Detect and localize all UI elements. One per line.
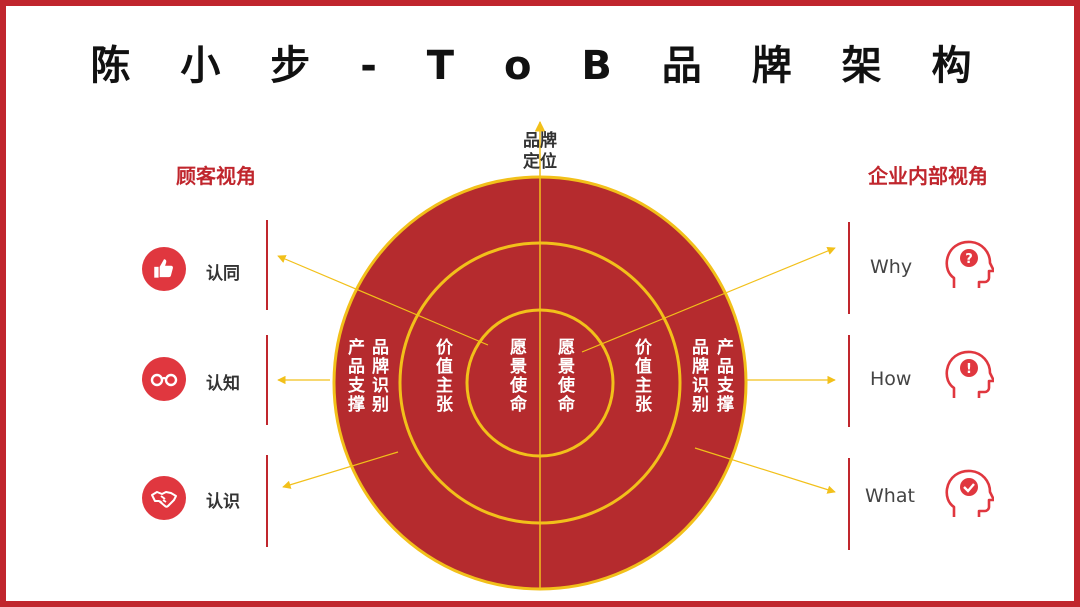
left-row-label-1: 认同	[206, 264, 240, 284]
right-row-label-3: What	[865, 485, 915, 507]
arrow-to-what	[694, 447, 836, 494]
head-exclamation-icon: !	[944, 348, 996, 402]
arrow-to-rentong	[277, 255, 489, 346]
left-divider-1	[266, 220, 268, 310]
arrow-to-renshi	[282, 451, 399, 489]
right-outer-col-2: 产品支撑	[713, 338, 733, 414]
left-divider-3	[266, 455, 268, 547]
thumbs-up-icon	[142, 247, 186, 291]
right-inner-text: 愿景使命	[554, 338, 574, 414]
page-title: 陈 小 步 - T o B 品 牌 架 构	[90, 43, 990, 89]
right-divider-3	[848, 458, 850, 550]
right-outer-col-1: 品牌识别	[688, 338, 708, 414]
left-divider-2	[266, 335, 268, 425]
head-check-icon	[944, 467, 996, 521]
svg-text:!: !	[966, 362, 972, 377]
head-question-icon: ?	[944, 238, 996, 292]
internal-perspective-heading: 企业内部视角	[868, 164, 988, 188]
right-middle-text: 价值主张	[631, 338, 651, 414]
left-row-label-3: 认识	[206, 492, 240, 512]
left-inner-text: 愿景使命	[506, 338, 526, 414]
handshake-icon	[142, 476, 186, 520]
brand-positioning-label: 品牌 定位	[523, 131, 557, 172]
svg-text:?: ?	[965, 252, 973, 267]
left-middle-text: 价值主张	[432, 338, 452, 414]
right-row-label-2: How	[870, 368, 912, 390]
right-divider-2	[848, 335, 850, 427]
customer-perspective-heading: 顾客视角	[176, 164, 256, 188]
left-outer-col-1: 产品支撑	[344, 338, 364, 414]
right-row-label-1: Why	[870, 256, 913, 278]
arrow-to-why	[581, 246, 836, 353]
right-divider-1	[848, 222, 850, 314]
left-outer-col-2: 品牌识别	[368, 338, 388, 414]
left-row-label-2: 认知	[206, 374, 240, 394]
glasses-icon	[142, 357, 186, 401]
